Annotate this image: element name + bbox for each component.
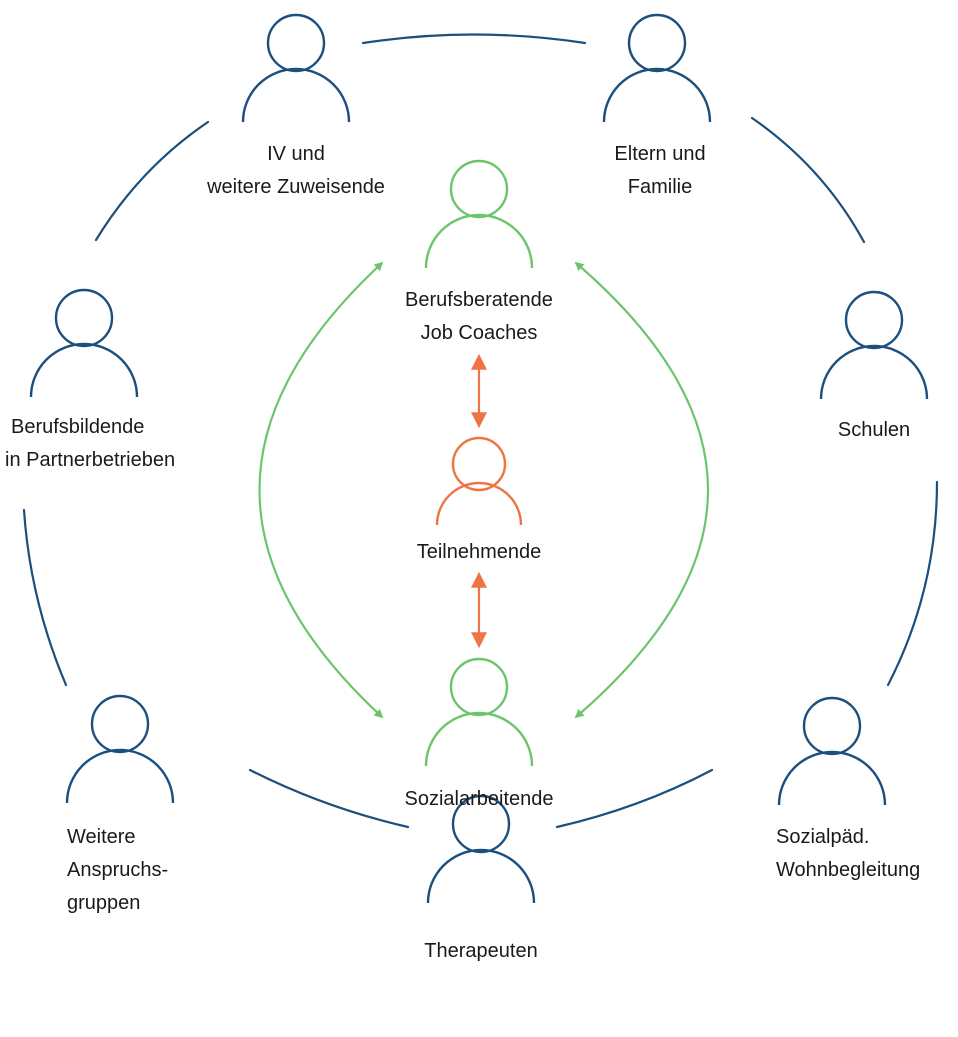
outer-arc-left xyxy=(22,508,68,687)
person-icon xyxy=(65,694,175,804)
node-schulen-label-1: Schulen xyxy=(838,419,910,441)
person-icon xyxy=(819,290,929,400)
inner-arc-right xyxy=(574,261,709,719)
node-schulen: Schulen xyxy=(819,290,929,441)
inner-arc-left xyxy=(258,261,384,719)
node-weitere: Weitere Anspruchs- gruppen xyxy=(65,694,175,914)
outer-arc-right xyxy=(886,480,939,687)
node-iv-label-2: weitere Zuweisende xyxy=(206,176,385,198)
person-icon xyxy=(426,794,536,904)
node-berufsbildende: Berufsbildende in Partnerbetrieben xyxy=(5,288,175,471)
node-therapeuten-label-1: Therapeuten xyxy=(424,940,537,962)
node-berufsberatende: Berufsberatende Job Coaches xyxy=(405,159,553,344)
node-eltern: Eltern und Familie xyxy=(602,13,712,198)
person-icon xyxy=(777,696,887,806)
node-weitere-label-2: Anspruchs- xyxy=(67,859,168,881)
person-icon xyxy=(424,657,534,767)
inner-connections xyxy=(258,261,709,719)
node-berufsberatende-label-2: Job Coaches xyxy=(421,322,538,344)
outer-arc-top-left xyxy=(94,120,210,242)
node-teilnehmende: Teilnehmende xyxy=(417,436,542,563)
node-teilnehmende-label-1: Teilnehmende xyxy=(417,541,542,563)
node-weitere-label-3: gruppen xyxy=(67,892,140,914)
node-weitere-label-1: Weitere xyxy=(67,826,136,848)
person-icon xyxy=(29,288,139,398)
outer-arc-top-right xyxy=(750,116,866,244)
node-therapeuten: Therapeuten xyxy=(424,794,538,962)
person-icon xyxy=(241,13,351,123)
outer-arc-bottom-right xyxy=(555,768,714,829)
outer-ring xyxy=(22,33,939,829)
node-sozialpaed-label-1: Sozialpäd. xyxy=(776,826,869,848)
node-berufsbildende-label-2: in Partnerbetrieben xyxy=(5,449,175,471)
node-sozialarbeitende-label-1: Sozialarbeitende xyxy=(405,788,554,810)
node-eltern-label-1: Eltern und xyxy=(614,143,705,165)
person-icon xyxy=(424,159,534,269)
node-berufsberatende-label-1: Berufsberatende xyxy=(405,289,553,311)
node-sozialpaed-label-2: Wohnbegleitung xyxy=(776,859,920,881)
node-berufsbildende-label-1: Berufsbildende xyxy=(11,416,144,438)
node-sozialpaed: Sozialpäd. Wohnbegleitung xyxy=(776,696,920,881)
outer-arc-bottom-left xyxy=(248,768,410,829)
node-iv-label-1: IV und xyxy=(267,143,325,165)
outer-arc-top xyxy=(361,33,587,45)
node-iv: IV und weitere Zuweisende xyxy=(206,13,385,198)
person-icon xyxy=(435,436,523,526)
node-sozialarbeitende: Sozialarbeitende xyxy=(405,657,554,810)
person-icon xyxy=(602,13,712,123)
node-eltern-label-2: Familie xyxy=(628,176,692,198)
